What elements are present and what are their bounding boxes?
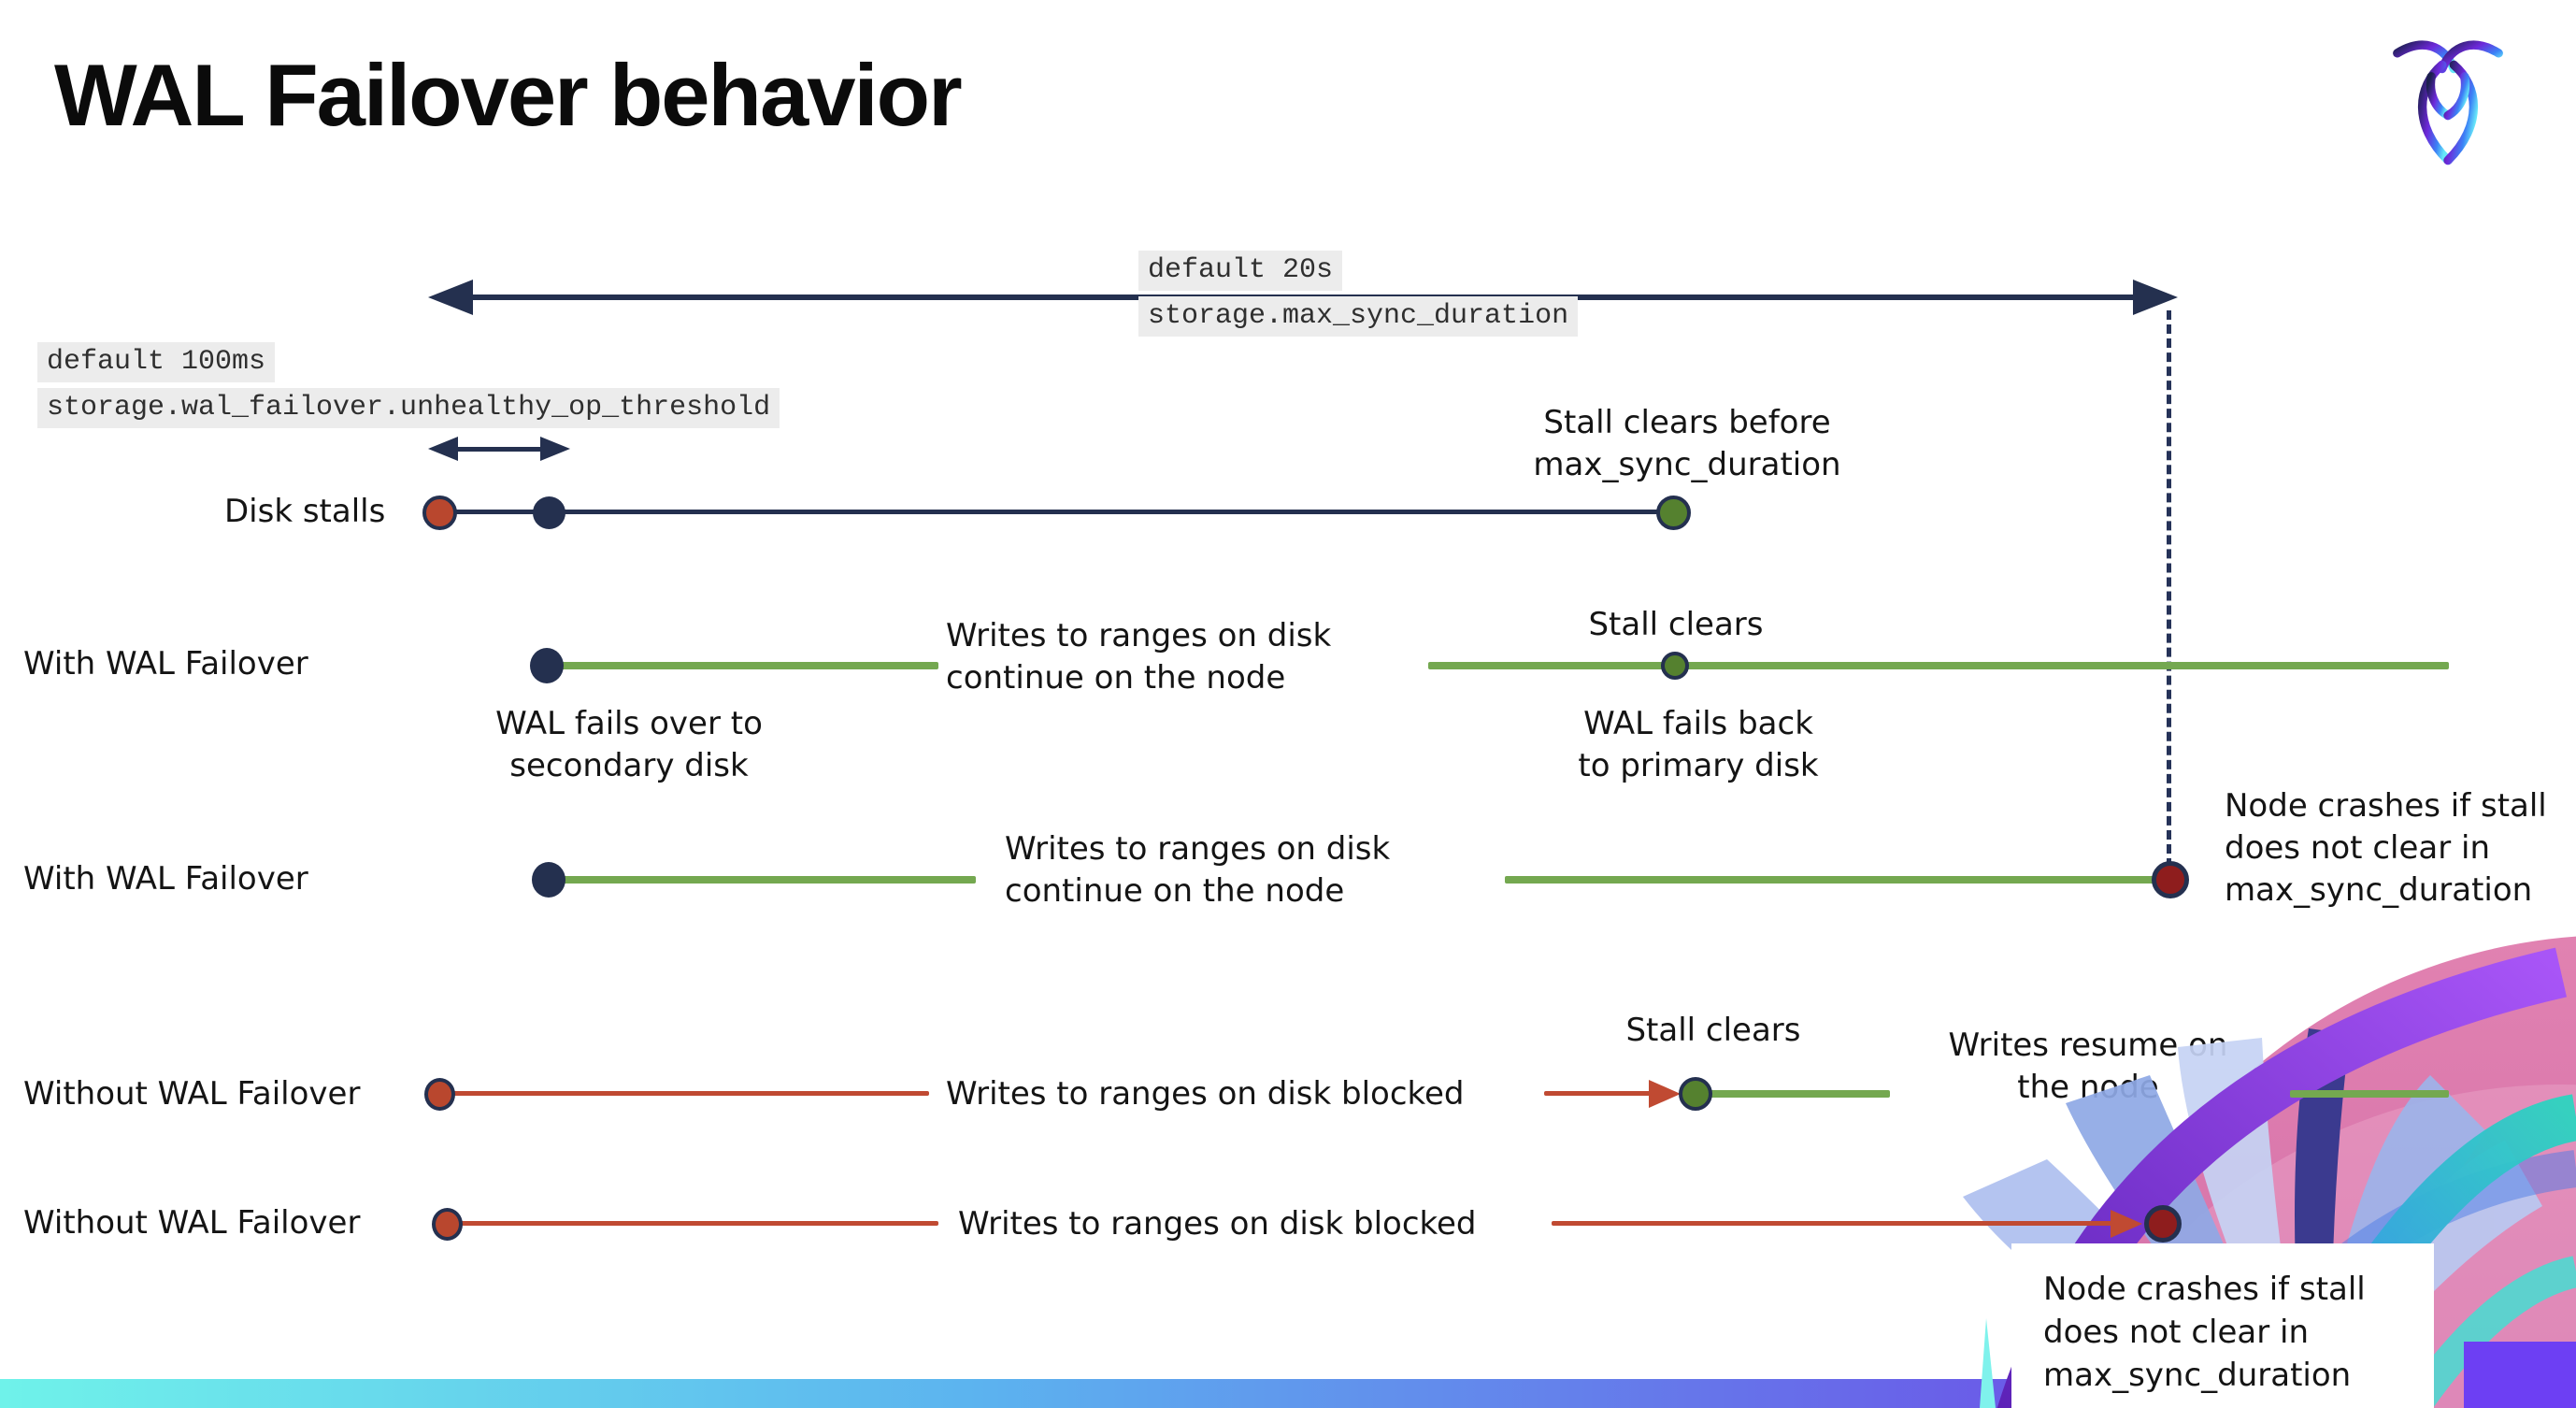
writes-blocked-line-2a [460, 1221, 938, 1226]
max-sync-setting-name: storage.max_sync_duration [1138, 296, 1579, 337]
node-crash-note-1: Node crashes if stall does not clear in … [2225, 787, 2547, 910]
stall-clears-before-note: Stall clears before max_sync_duration [1533, 404, 1841, 484]
stall-clears-dot [1656, 496, 1691, 530]
arrowhead-right-icon [2133, 280, 2178, 315]
node-crash-callout-box: Node crashes if stall does not clear in … [2011, 1243, 2434, 1408]
wal-fails-over-note: WAL fails over to secondary disk [495, 705, 763, 785]
failover-dot-2 [532, 862, 565, 898]
node-crash-note-2: Node crashes if stall does not clear in … [2043, 1271, 2366, 1395]
stall-clears-dot-2 [1679, 1077, 1712, 1111]
unhealthy-op-default-label: default 100ms [37, 342, 276, 382]
row-label-without-wal-failover-1: Without WAL Failover [23, 1075, 361, 1113]
arrowhead-left-icon [428, 280, 473, 315]
stall-clears-label-2: Stall clears [1625, 1012, 1801, 1049]
writes-blocked-line-2b [1552, 1221, 2112, 1226]
max-sync-default-label: default 20s [1138, 251, 1343, 291]
writes-blocked-line-1b [1544, 1091, 1654, 1096]
disk-stalls-line [439, 510, 1673, 514]
stall-start-dot-2 [424, 1078, 455, 1111]
threshold-dot [533, 496, 565, 529]
arrowhead-left-small-icon [428, 437, 458, 461]
unhealthy-op-threshold-arrow-line [451, 447, 544, 452]
writes-resume-line-a [1710, 1090, 1890, 1098]
stall-start-dot [422, 496, 457, 530]
writes-continue-line-2a [557, 876, 976, 884]
cockroachdb-logo-icon [2393, 40, 2503, 165]
writes-blocked-line-1a [452, 1091, 929, 1096]
max-sync-duration-annotation: default 20s storage.max_sync_duration [1138, 251, 1579, 337]
unhealthy-op-setting-name: storage.wal_failover.unhealthy_op_thresh… [37, 388, 780, 428]
writes-resume-line-b [2290, 1090, 2449, 1098]
max-sync-deadline-dashed-line [2167, 310, 2171, 868]
wal-fails-back-note: WAL fails back to primary disk [1578, 705, 1819, 785]
arrowhead-right-small-icon [540, 437, 570, 461]
writes-continue-line-b [1428, 662, 2449, 669]
writes-blocked-note-1: Writes to ranges on disk blocked [946, 1075, 1465, 1113]
stall-start-dot-3 [432, 1208, 463, 1241]
writes-continue-note-2: Writes to ranges on disk continue on the… [1005, 830, 1391, 911]
writes-continue-line-2b [1505, 876, 2159, 884]
writes-continue-line-a [555, 662, 938, 669]
row-label-without-wal-failover-2: Without WAL Failover [23, 1204, 361, 1242]
row-label-with-wal-failover-1: With WAL Failover [23, 645, 308, 682]
row-label-with-wal-failover-2: With WAL Failover [23, 860, 308, 898]
unhealthy-op-threshold-annotation: default 100ms storage.wal_failover.unhea… [37, 342, 780, 428]
node-crash-dot-2 [2144, 1205, 2182, 1243]
red-arrowhead-icon-1 [1649, 1080, 1681, 1108]
node-crash-dot-1 [2152, 861, 2189, 898]
page-title: WAL Failover behavior [54, 46, 963, 144]
writes-continue-note-1: Writes to ranges on disk continue on the… [946, 617, 1332, 697]
writes-blocked-note-2: Writes to ranges on disk blocked [958, 1205, 1477, 1243]
stall-clears-label-1: Stall clears [1588, 606, 1764, 643]
failover-dot [530, 648, 564, 683]
row-label-disk-stalls: Disk stalls [224, 493, 386, 530]
red-arrowhead-icon-2 [2111, 1210, 2142, 1238]
failback-dot [1661, 652, 1689, 680]
